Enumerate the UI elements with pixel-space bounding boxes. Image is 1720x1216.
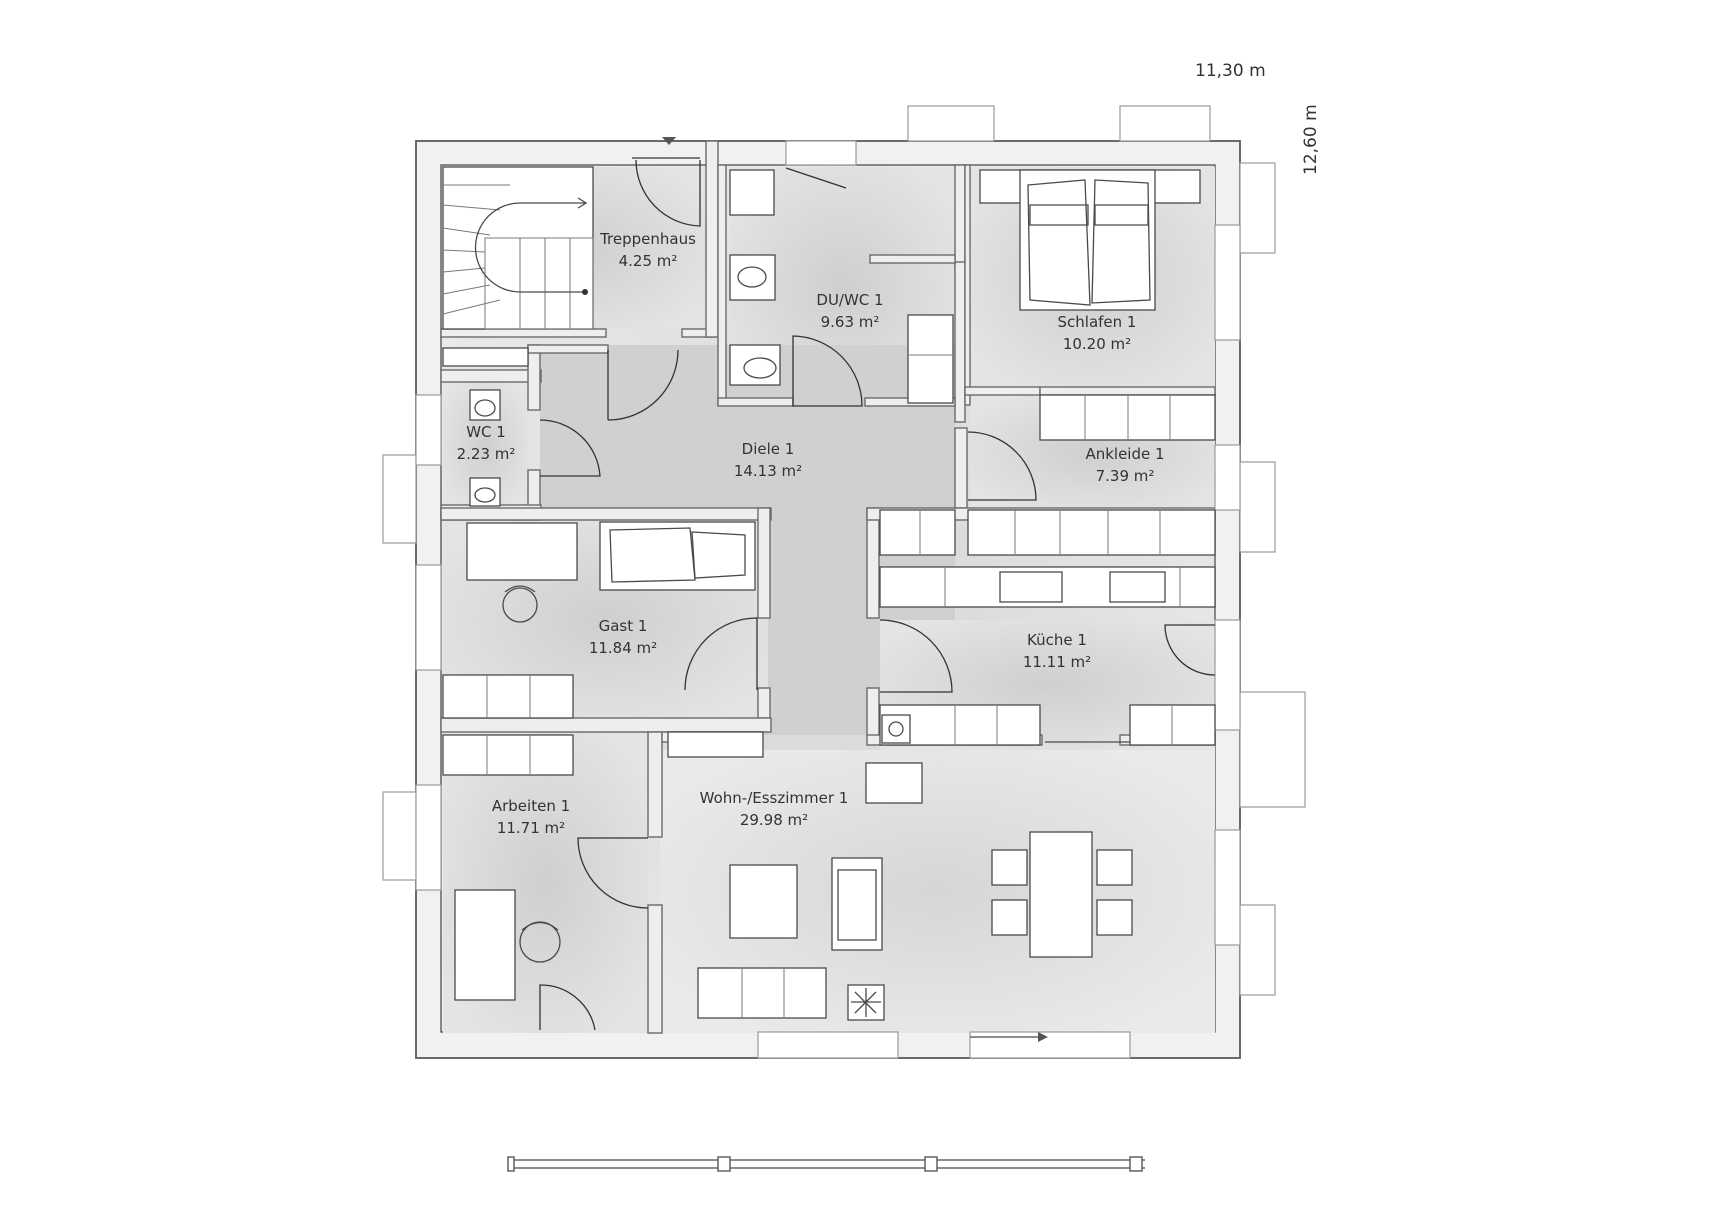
room-name: Gast 1 <box>599 617 648 635</box>
room-name: WC 1 <box>466 423 506 441</box>
windows <box>382 105 1306 1059</box>
room-arbeiten: Arbeiten 1 11.71 m² <box>492 797 570 837</box>
office-furniture <box>442 734 649 1031</box>
room-name: DU/WC 1 <box>816 291 883 309</box>
scale-bar <box>507 1156 1145 1172</box>
kitchen-furniture <box>865 566 1216 804</box>
room-diele: Diele 1 14.13 m² <box>734 440 802 480</box>
width-dimension-label: 11,30 m <box>1195 61 1266 81</box>
room-area: 14.13 m² <box>734 462 802 480</box>
depth-dimension-label: 12,60 m <box>1301 104 1321 175</box>
room-area: 11.71 m² <box>497 819 565 837</box>
room-ankleide: Ankleide 1 7.39 m² <box>1085 445 1164 485</box>
guest-furniture <box>442 521 758 719</box>
room-area: 2.23 m² <box>457 445 516 463</box>
room-name: Schlafen 1 <box>1058 313 1137 331</box>
hall-doors <box>607 349 679 421</box>
room-name: Wohn-/Esszimmer 1 <box>700 789 849 807</box>
stair-door <box>632 137 701 227</box>
room-kueche: Küche 1 11.11 m² <box>1023 631 1091 671</box>
room-area: 11.11 m² <box>1023 653 1091 671</box>
staircase <box>442 166 594 330</box>
room-area: 11.84 m² <box>589 639 657 657</box>
room-schlafen: Schlafen 1 10.20 m² <box>1058 313 1137 353</box>
room-wohnen: Wohn-/Esszimmer 1 29.98 m² <box>700 789 849 829</box>
wc-fixtures <box>442 347 601 507</box>
room-area: 10.20 m² <box>1063 335 1131 353</box>
living-furniture <box>667 731 1133 1042</box>
room-gast: Gast 1 11.84 m² <box>589 617 657 657</box>
room-name: Arbeiten 1 <box>492 797 570 815</box>
dressing-furniture <box>879 394 1216 556</box>
bedroom-furniture <box>979 169 1201 311</box>
room-area: 7.39 m² <box>1096 467 1155 485</box>
room-du-wc: DU/WC 1 9.63 m² <box>816 291 883 331</box>
room-area: 29.98 m² <box>740 811 808 829</box>
room-name: Küche 1 <box>1027 631 1087 649</box>
room-wc: WC 1 2.23 m² <box>457 423 516 463</box>
room-area: 9.63 m² <box>821 313 880 331</box>
room-area: 4.25 m² <box>619 252 678 270</box>
bathroom-fixtures <box>729 167 954 407</box>
room-treppenhaus: Treppenhaus 4.25 m² <box>599 230 696 270</box>
room-name: Treppenhaus <box>599 230 696 248</box>
room-name: Ankleide 1 <box>1085 445 1164 463</box>
room-name: Diele 1 <box>742 440 795 458</box>
